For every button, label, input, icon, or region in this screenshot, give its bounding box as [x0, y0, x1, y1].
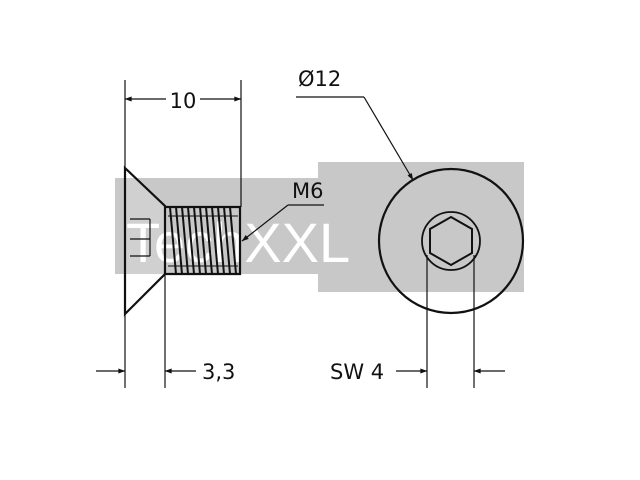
thread-callout [241, 204, 324, 242]
screw-shaft [165, 205, 242, 276]
screw-top-view [377, 167, 525, 315]
watermark-logo: TechXXL [115, 162, 524, 292]
watermark-box-right [318, 162, 524, 292]
recess-circle [421, 211, 481, 271]
hidden-recess-lines [130, 218, 151, 257]
head-outline-circle [377, 167, 525, 315]
diameter-callout [296, 96, 414, 181]
hex-socket [429, 215, 473, 267]
diameter-leader [363, 96, 414, 181]
dimension-head-height [96, 274, 196, 388]
thread-leader [241, 204, 289, 242]
head-height-label: 3,3 [202, 360, 235, 384]
drive-size-label: SW 4 [330, 360, 384, 384]
dimension-drive-size [396, 255, 505, 388]
thread-label: M6 [292, 179, 323, 203]
dimension-length [124, 80, 242, 207]
watermark-text: TechXXL [126, 211, 350, 274]
thread-lines [168, 206, 238, 275]
length-label: 10 [170, 89, 197, 113]
diameter-label: Ø12 [298, 67, 341, 91]
